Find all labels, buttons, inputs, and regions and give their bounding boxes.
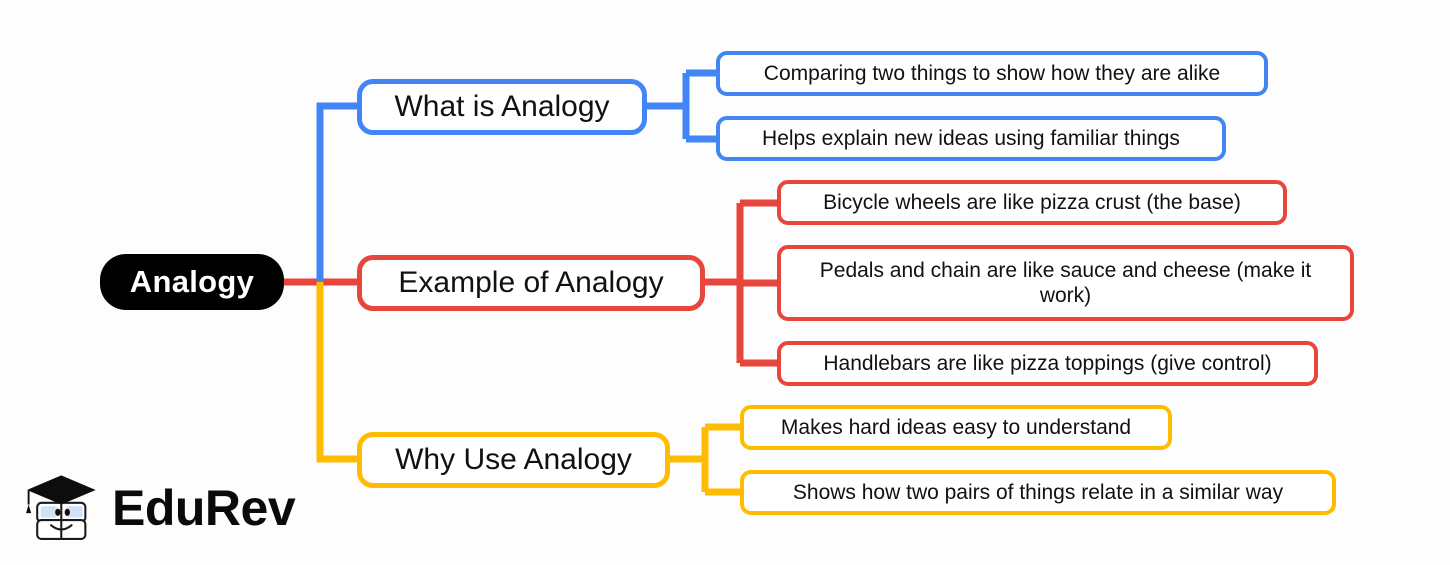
leaf-node-label: Comparing two things to show how they ar… [763, 61, 1221, 85]
leaf-node-example-3[interactable]: Handlebars are like pizza toppings (give… [777, 341, 1318, 386]
branch-node-label: Why Use Analogy [395, 442, 632, 476]
leaf-node-why-2[interactable]: Shows how two pairs of things relate in … [740, 470, 1336, 515]
leaf-node-why-1[interactable]: Makes hard ideas easy to understand [740, 405, 1172, 450]
branch-node-label: What is Analogy [394, 89, 610, 123]
leaf-node-label: Bicycle wheels are like pizza crust (the… [823, 190, 1241, 214]
leaf-node-label: Pedals and chain are like sauce and chee… [819, 258, 1312, 307]
leaf-node-what-2[interactable]: Helps explain new ideas using familiar t… [716, 116, 1226, 161]
branch-node-example-of-analogy[interactable]: Example of Analogy [357, 255, 705, 311]
leaf-node-example-1[interactable]: Bicycle wheels are like pizza crust (the… [777, 180, 1287, 225]
root-node-label: Analogy [129, 264, 255, 299]
leaf-node-label: Handlebars are like pizza toppings (give… [823, 351, 1272, 375]
leaf-node-label: Makes hard ideas easy to understand [780, 415, 1132, 439]
branch-node-what-is-analogy[interactable]: What is Analogy [357, 79, 647, 135]
leaf-node-example-2[interactable]: Pedals and chain are like sauce and chee… [777, 245, 1354, 321]
edurev-logo: EduRev [20, 455, 300, 560]
branch-node-label: Example of Analogy [398, 265, 664, 299]
graduation-cap-book-mascot-icon [26, 474, 96, 540]
leaf-node-what-1[interactable]: Comparing two things to show how they ar… [716, 51, 1268, 96]
leaf-node-label: Shows how two pairs of things relate in … [792, 480, 1284, 504]
leaf-node-label: Helps explain new ideas using familiar t… [762, 126, 1180, 150]
connector-root-to-what [316, 102, 357, 282]
connector-root-to-why [316, 282, 357, 463]
root-node-analogy[interactable]: Analogy [100, 254, 284, 310]
edurev-logo-text: EduRev [112, 479, 296, 536]
branch-node-why-use-analogy[interactable]: Why Use Analogy [357, 432, 670, 488]
